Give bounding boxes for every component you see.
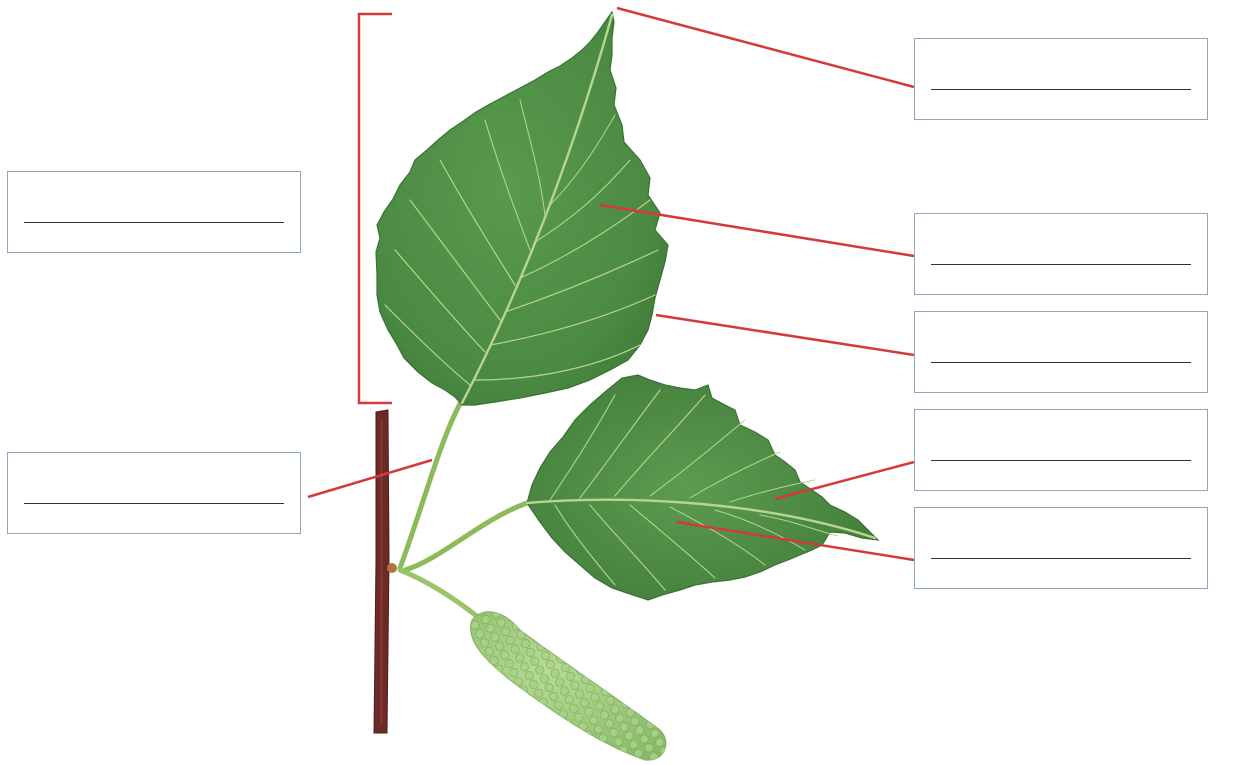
- label-box-leaf-surface[interactable]: [914, 507, 1208, 589]
- label-box-midrib[interactable]: [914, 213, 1208, 295]
- leader-line-petiole: [308, 460, 432, 497]
- answer-line: [931, 264, 1191, 265]
- twig-highlight: [380, 420, 383, 725]
- answer-line: [931, 362, 1191, 363]
- node: [387, 563, 397, 573]
- answer-line: [931, 558, 1191, 559]
- answer-line: [931, 460, 1191, 461]
- label-box-secondary-vein[interactable]: [914, 409, 1208, 491]
- catkin-stalk: [400, 570, 478, 617]
- label-box-leaf-margin[interactable]: [914, 311, 1208, 393]
- catkin: [471, 612, 666, 760]
- label-box-petiole[interactable]: [7, 452, 301, 534]
- leader-line-tip: [617, 8, 914, 87]
- answer-line: [24, 503, 284, 504]
- leader-line-margin: [656, 315, 914, 355]
- label-box-leaf-blade[interactable]: [7, 171, 301, 253]
- petiole-lower: [405, 503, 527, 570]
- answer-line: [931, 89, 1191, 90]
- answer-line: [24, 222, 284, 223]
- label-box-leaf-tip[interactable]: [914, 38, 1208, 120]
